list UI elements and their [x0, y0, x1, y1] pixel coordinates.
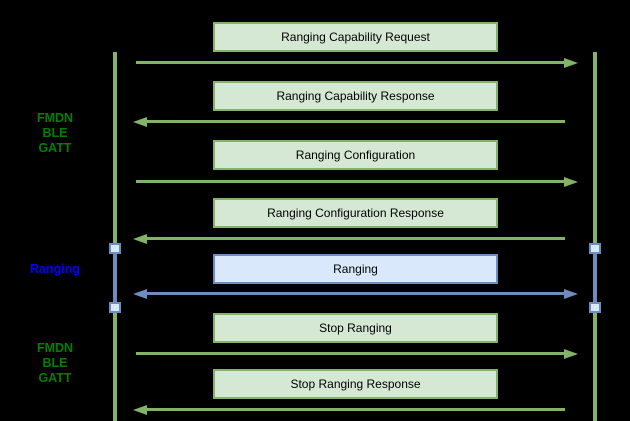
message-arrow-line: [136, 352, 564, 355]
side-label-line: GATT: [38, 141, 72, 155]
message-arrow-line: [147, 408, 565, 411]
activation-square-left-top: [109, 243, 121, 254]
message-label: Stop Ranging: [319, 321, 392, 335]
message-box: Stop Ranging: [213, 313, 498, 343]
activation-square-right-bottom: [589, 302, 601, 313]
arrowhead-right: [564, 289, 578, 299]
message-box: Ranging Capability Response: [213, 81, 498, 111]
activation-square-left-bottom: [109, 302, 121, 313]
lifeline-right-green-top: [593, 52, 597, 243]
side-label-line: FMDN: [36, 341, 74, 355]
message-label: Ranging: [333, 262, 378, 276]
arrowhead-left: [133, 289, 147, 299]
message-arrow-line: [136, 61, 564, 64]
arrowhead-right: [564, 58, 578, 68]
activation-square-right-top: [589, 243, 601, 254]
message-arrow-line: [147, 292, 564, 295]
side-label-line: GATT: [38, 371, 72, 385]
message-box: Ranging: [213, 254, 498, 284]
message-arrow-line: [147, 237, 565, 240]
lifeline-left-blue-segment: [113, 253, 117, 302]
message-label: Stop Ranging Response: [290, 377, 421, 391]
arrowhead-right: [564, 177, 578, 187]
message-label: Ranging Capability Response: [276, 89, 435, 103]
side-label-line: FMDN: [36, 111, 74, 125]
arrowhead-left: [133, 117, 147, 127]
lifeline-right-blue-segment: [593, 253, 597, 302]
lifeline-left-green-top: [113, 52, 117, 243]
message-label: Ranging Configuration Response: [267, 206, 444, 220]
message-box: Ranging Configuration: [213, 140, 498, 170]
message-box: Ranging Configuration Response: [213, 198, 498, 228]
message-label: Ranging Configuration: [295, 148, 416, 162]
side-label-line: BLE: [42, 126, 68, 140]
side-label-line: BLE: [42, 356, 68, 370]
side-label-line: Ranging: [30, 262, 80, 276]
arrowhead-left: [133, 234, 147, 244]
arrowhead-left: [133, 405, 147, 415]
message-arrow-line: [147, 120, 565, 123]
message-arrow-line: [136, 180, 564, 183]
lifeline-right-green-bottom: [593, 313, 597, 421]
lifeline-left-green-bottom: [113, 313, 117, 421]
side-label: Ranging: [16, 262, 94, 277]
message-box: Ranging Capability Request: [213, 22, 498, 52]
arrowhead-right: [564, 349, 578, 359]
message-label: Ranging Capability Request: [281, 30, 430, 44]
message-box: Stop Ranging Response: [213, 369, 498, 399]
